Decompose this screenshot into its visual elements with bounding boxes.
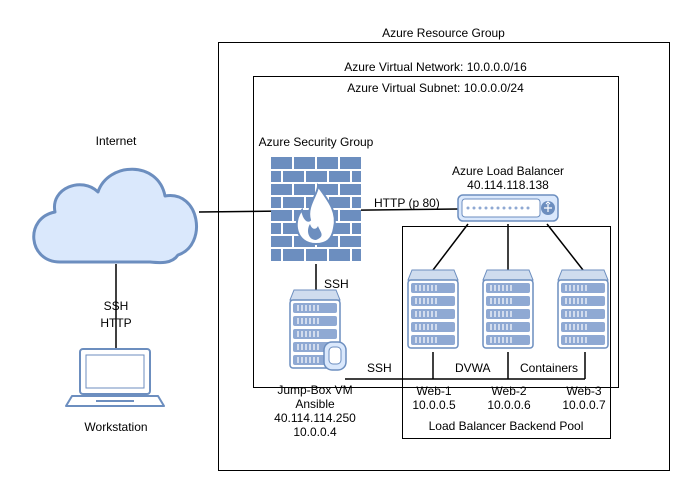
jumpbox-server-icon[interactable] <box>289 289 347 371</box>
resource-group-box[interactable] <box>218 42 670 471</box>
virtual-network-box[interactable] <box>253 76 619 388</box>
resource-group-label: Azure Resource Group <box>382 26 505 40</box>
web1-server-icon[interactable] <box>407 269 459 349</box>
load-balancer-icon[interactable] <box>457 194 559 222</box>
edge-lb-web3 <box>546 223 584 271</box>
jumpbox-private-ip: 10.0.0.4 <box>293 425 337 439</box>
virtual-subnet-label: Azure Virtual Subnet: 10.0.0.0/24 <box>347 81 524 95</box>
internet-cloud-icon[interactable] <box>32 167 198 265</box>
backend-pool-box[interactable] <box>402 226 611 439</box>
edge-label-dvwa: DVWA <box>455 361 491 375</box>
jumpbox-name: Jump-Box VM <box>277 383 353 397</box>
web3-ip: 10.0.0.7 <box>562 398 606 412</box>
load-balancer-name: Azure Load Balancer <box>451 164 565 178</box>
edge-label-http-p80: HTTP (p 80) <box>374 196 440 210</box>
web2-name: Web-2 <box>491 384 527 398</box>
workstation-laptop-icon[interactable] <box>65 348 165 407</box>
security-group-firewall-icon[interactable] <box>271 157 361 261</box>
web3-name: Web-3 <box>566 384 602 398</box>
edge-label-http: HTTP <box>100 316 132 330</box>
web1-ip: 10.0.0.5 <box>412 398 456 412</box>
jumpbox-public-ip: 40.114.114.250 <box>274 411 356 425</box>
web2-server-icon[interactable] <box>482 269 534 349</box>
backend-pool-label: Load Balancer Backend Pool <box>428 419 584 433</box>
edge-label-firewall-ssh: SSH <box>324 277 349 291</box>
edge-label-containers: Containers <box>520 361 579 375</box>
web1-name: Web-1 <box>416 384 452 398</box>
edge-label-ssh: SSH <box>103 299 129 313</box>
internet-label: Internet <box>95 134 137 148</box>
security-group-label: Azure Security Group <box>258 135 374 149</box>
jumpbox-role: Ansible <box>295 397 335 411</box>
load-balancer-ip: 40.114.118.138 <box>467 178 549 192</box>
virtual-network-label: Azure Virtual Network: 10.0.0.0/16 <box>344 60 527 74</box>
web3-server-icon[interactable] <box>557 269 609 349</box>
web2-ip: 10.0.0.6 <box>487 398 531 412</box>
workstation-label: Workstation <box>84 420 148 434</box>
edge-label-jumpbox-ssh: SSH <box>367 361 392 375</box>
edge-lb-web1 <box>432 223 469 271</box>
